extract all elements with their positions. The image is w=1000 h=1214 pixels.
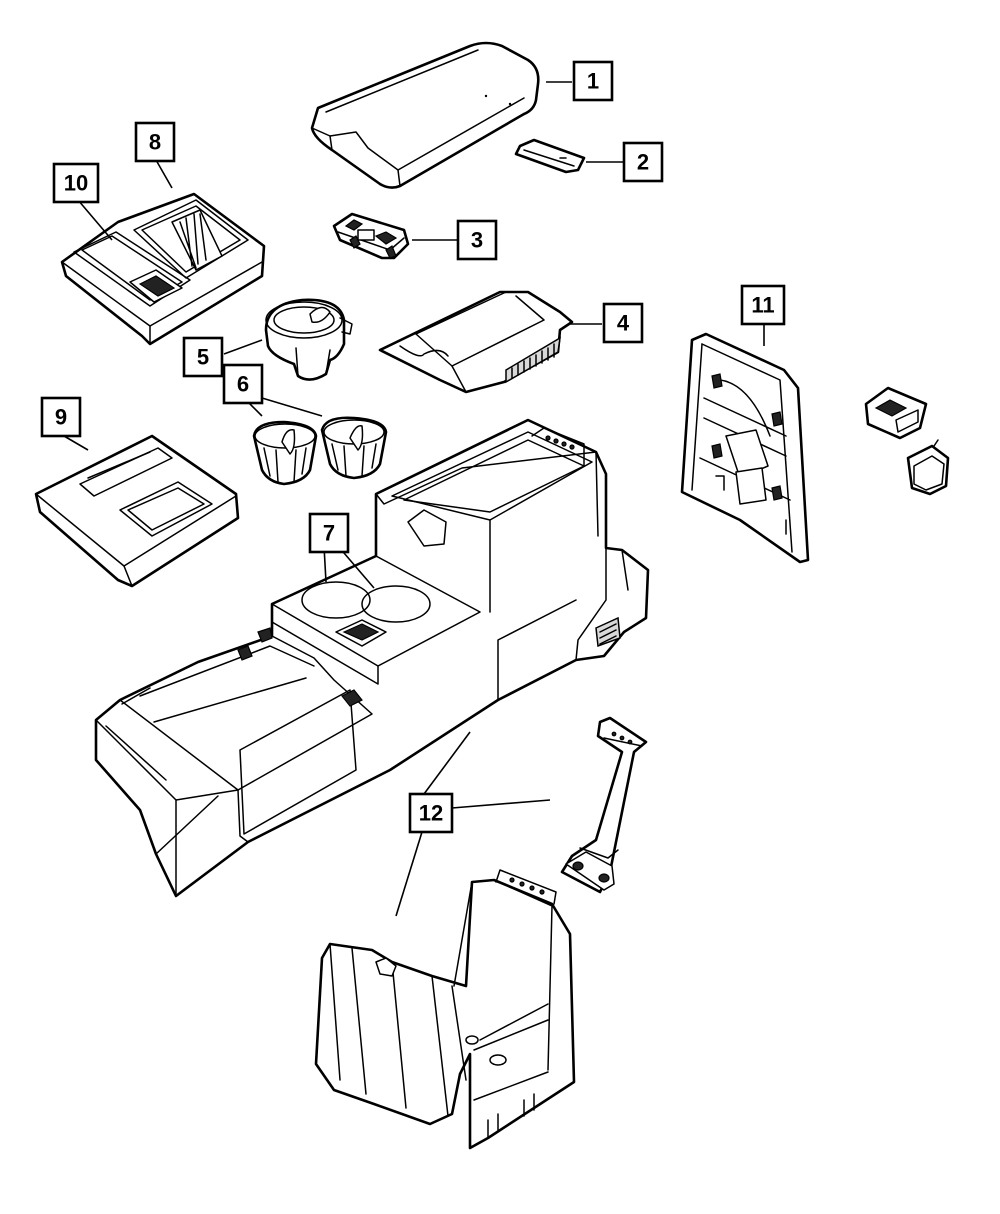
callout-label: 3 <box>471 228 483 253</box>
callout-4: 4 <box>602 302 644 344</box>
callout-7: 7 <box>308 512 350 554</box>
part-switch-a <box>864 386 928 440</box>
callout-6: 6 <box>222 363 264 405</box>
callout-10: 10 <box>52 162 100 204</box>
callout-9: 9 <box>40 396 82 438</box>
callout-label: 5 <box>197 345 209 370</box>
callout-label: 12 <box>419 801 443 826</box>
part-lower-housing <box>314 869 576 1150</box>
part-storage-tray <box>378 290 574 394</box>
part-cup-holder-assembly <box>264 298 353 381</box>
part-armrest-lid <box>310 41 540 189</box>
callout-label: 8 <box>149 130 161 155</box>
part-latch-mechanism <box>332 212 410 260</box>
leader-lines <box>63 81 765 917</box>
callout-label: 10 <box>64 171 88 196</box>
callout-label: 6 <box>237 372 249 397</box>
callout-8: 8 <box>134 121 176 163</box>
callout-label: 7 <box>323 521 335 546</box>
callout-1: 1 <box>572 60 614 102</box>
part-latch-plate <box>514 138 586 174</box>
callout-label: 2 <box>637 150 649 175</box>
callout-5: 5 <box>182 336 224 378</box>
callout-2: 2 <box>622 141 664 183</box>
part-rear-panel <box>680 332 810 564</box>
callout-label: 9 <box>55 405 67 430</box>
callout-11: 11 <box>740 284 786 326</box>
part-bezel <box>34 434 240 588</box>
callout-3: 3 <box>456 219 498 261</box>
part-console-body <box>94 418 650 898</box>
part-shifter-bezel <box>60 192 266 346</box>
part-cup-inserts <box>252 416 388 486</box>
part-switch-b <box>906 439 950 496</box>
part-bracket-strap <box>560 716 648 894</box>
callout-12: 12 <box>408 792 454 834</box>
callout-label: 11 <box>751 293 774 318</box>
callout-label: 4 <box>617 311 630 336</box>
callout-label: 1 <box>587 69 599 94</box>
